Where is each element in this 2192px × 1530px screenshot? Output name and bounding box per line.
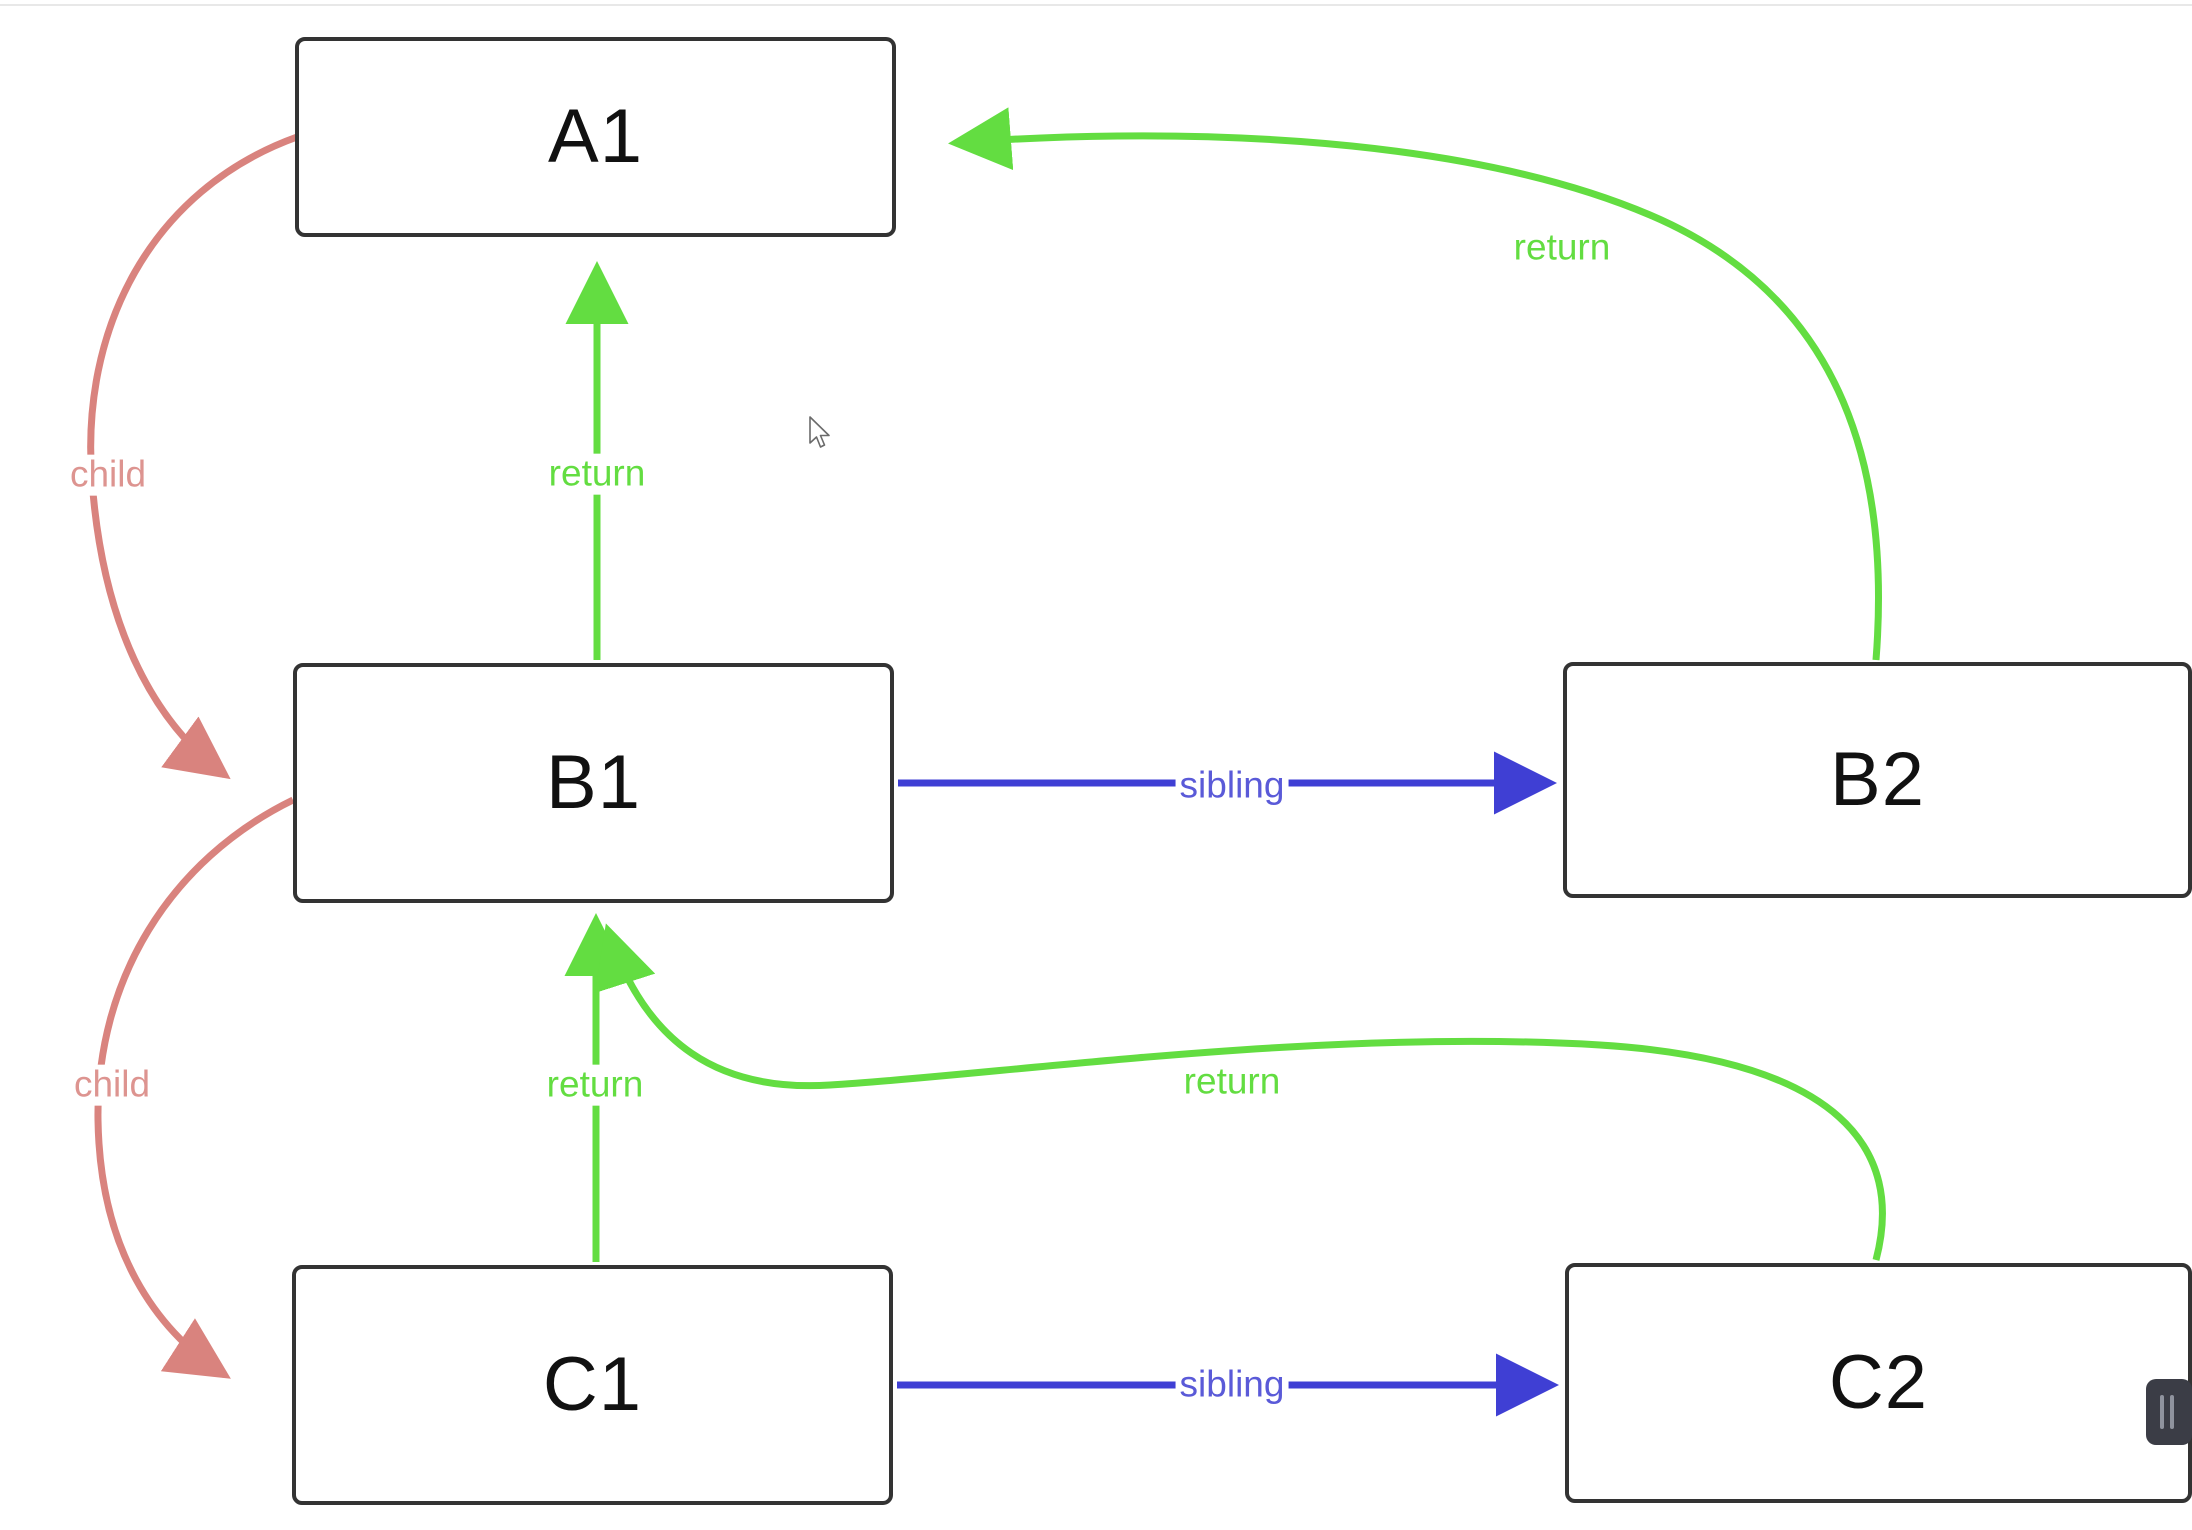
- resize-handle[interactable]: [2146, 1379, 2192, 1445]
- edge-return-b2-a1[interactable]: [948, 107, 1883, 661]
- edge-label-return-b2-a1: return: [1509, 227, 1615, 269]
- edge-label-return-c1-b1: return: [542, 1064, 648, 1106]
- edge-label-sibling-b1-b2: sibling: [1175, 765, 1289, 807]
- top-divider: [0, 4, 2192, 6]
- edge-label-return-c2-b1: return: [1179, 1061, 1285, 1103]
- node-b1-label: B1: [546, 740, 641, 825]
- node-a1[interactable]: A1: [295, 37, 896, 237]
- grip-line-icon: [2160, 1395, 2164, 1429]
- edge-return-c2-b1[interactable]: [595, 923, 1886, 1261]
- node-c2[interactable]: C2: [1565, 1263, 2192, 1503]
- node-b2-label: B2: [1830, 737, 1925, 822]
- node-c2-label: C2: [1828, 1340, 1929, 1425]
- edge-child-b1-c1[interactable]: [94, 796, 295, 1379]
- edge-label-child-b1-c1: child: [69, 1064, 155, 1106]
- edge-label-sibling-c1-c2: sibling: [1175, 1364, 1289, 1406]
- grip-line-icon: [2170, 1395, 2174, 1429]
- node-b1[interactable]: B1: [293, 663, 894, 903]
- node-c1[interactable]: C1: [292, 1265, 893, 1505]
- node-a1-label: A1: [548, 94, 643, 179]
- node-b2[interactable]: B2: [1563, 662, 2192, 898]
- edge-label-return-b1-a1: return: [544, 453, 650, 495]
- node-c1-label: C1: [542, 1342, 643, 1427]
- mouse-cursor-icon: [809, 416, 830, 448]
- edge-label-child-a1-b1: child: [65, 454, 151, 496]
